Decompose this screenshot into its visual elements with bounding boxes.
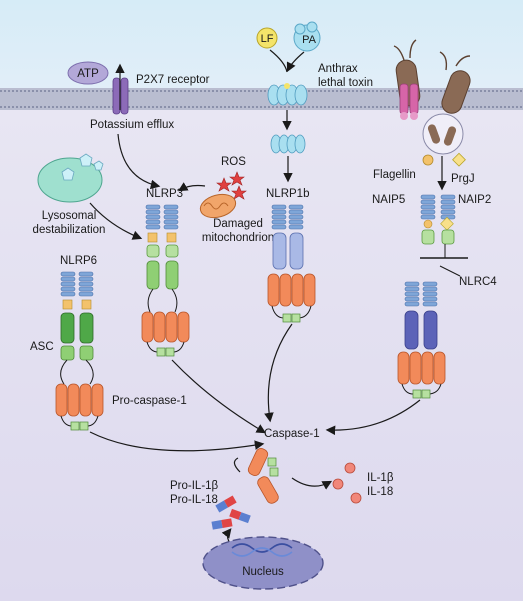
nlrp6-label: NLRP6: [60, 255, 97, 267]
il-1b-label: IL-1β: [367, 472, 394, 484]
naip5-label: NAIP5: [372, 194, 405, 206]
nucleus-label: Nucleus: [242, 566, 284, 578]
protective-antigen: PA: [293, 21, 321, 52]
nlrp3-inflammasome: [141, 204, 190, 357]
secretion-system: [399, 83, 419, 120]
lf-label: LF: [261, 33, 274, 45]
potassium-efflux-label: Potassium efflux: [90, 119, 174, 131]
nlrp1b-inflammasome: [267, 204, 316, 323]
nlrc4-label: NLRC4: [459, 276, 497, 288]
mature-il-molecules: [332, 462, 362, 504]
pa-pore-cytosol: [270, 134, 306, 154]
pa-pore-membrane: [267, 83, 308, 106]
nlrc4-inflammasome: [397, 281, 446, 399]
anthrax-label-2: lethal toxin: [318, 77, 373, 89]
damaged-label-2: mitochondrion: [202, 232, 274, 244]
active-caspase-1: [247, 448, 279, 504]
nlrp3-label: NLRP3: [146, 188, 183, 200]
mitochondrion: [199, 193, 237, 219]
ros-stars: [216, 171, 247, 200]
p2x7-label: P2X7 receptor: [136, 74, 210, 86]
nucleus: Nucleus: [202, 536, 324, 590]
naip2-label: NAIP2: [458, 194, 491, 206]
anthrax-label-1: Anthrax: [318, 63, 358, 75]
cell-membrane: [0, 88, 523, 110]
caspase-1-label: Caspase-1: [264, 428, 320, 440]
lysosomal-label-2: destabilization: [33, 224, 106, 236]
pa-label: PA: [302, 34, 317, 46]
lysosomal-label-1: Lysosomal: [42, 210, 97, 222]
atp-label: ATP: [77, 68, 99, 80]
il-18-label: IL-18: [367, 486, 393, 498]
flagellin-label: Flagellin: [373, 169, 416, 181]
nlrp6-inflammasome: [55, 271, 104, 431]
prgj-molecule: [452, 152, 466, 167]
p2x7-receptor: [112, 63, 129, 115]
ros-label: ROS: [221, 156, 246, 168]
asc-label: ASC: [30, 341, 54, 353]
bacteria-vacuole: [422, 113, 464, 155]
pro-caspase-1-label: Pro-caspase-1: [112, 395, 187, 407]
lysosome: [37, 153, 104, 203]
pro-cytokine-capsules: [211, 495, 251, 530]
naip-complex: [420, 194, 456, 245]
pro-il-1b-label: Pro-IL-1β: [170, 480, 219, 492]
nlrp1b-label: NLRP1b: [266, 188, 309, 200]
pro-il-18-label: Pro-IL-18: [170, 494, 218, 506]
prgj-label: PrgJ: [451, 173, 475, 185]
flagellin-molecule: [422, 154, 434, 166]
damaged-label-1: Damaged: [213, 218, 263, 230]
atp-molecule: ATP: [67, 61, 109, 85]
lethal-factor: LF: [256, 27, 278, 49]
